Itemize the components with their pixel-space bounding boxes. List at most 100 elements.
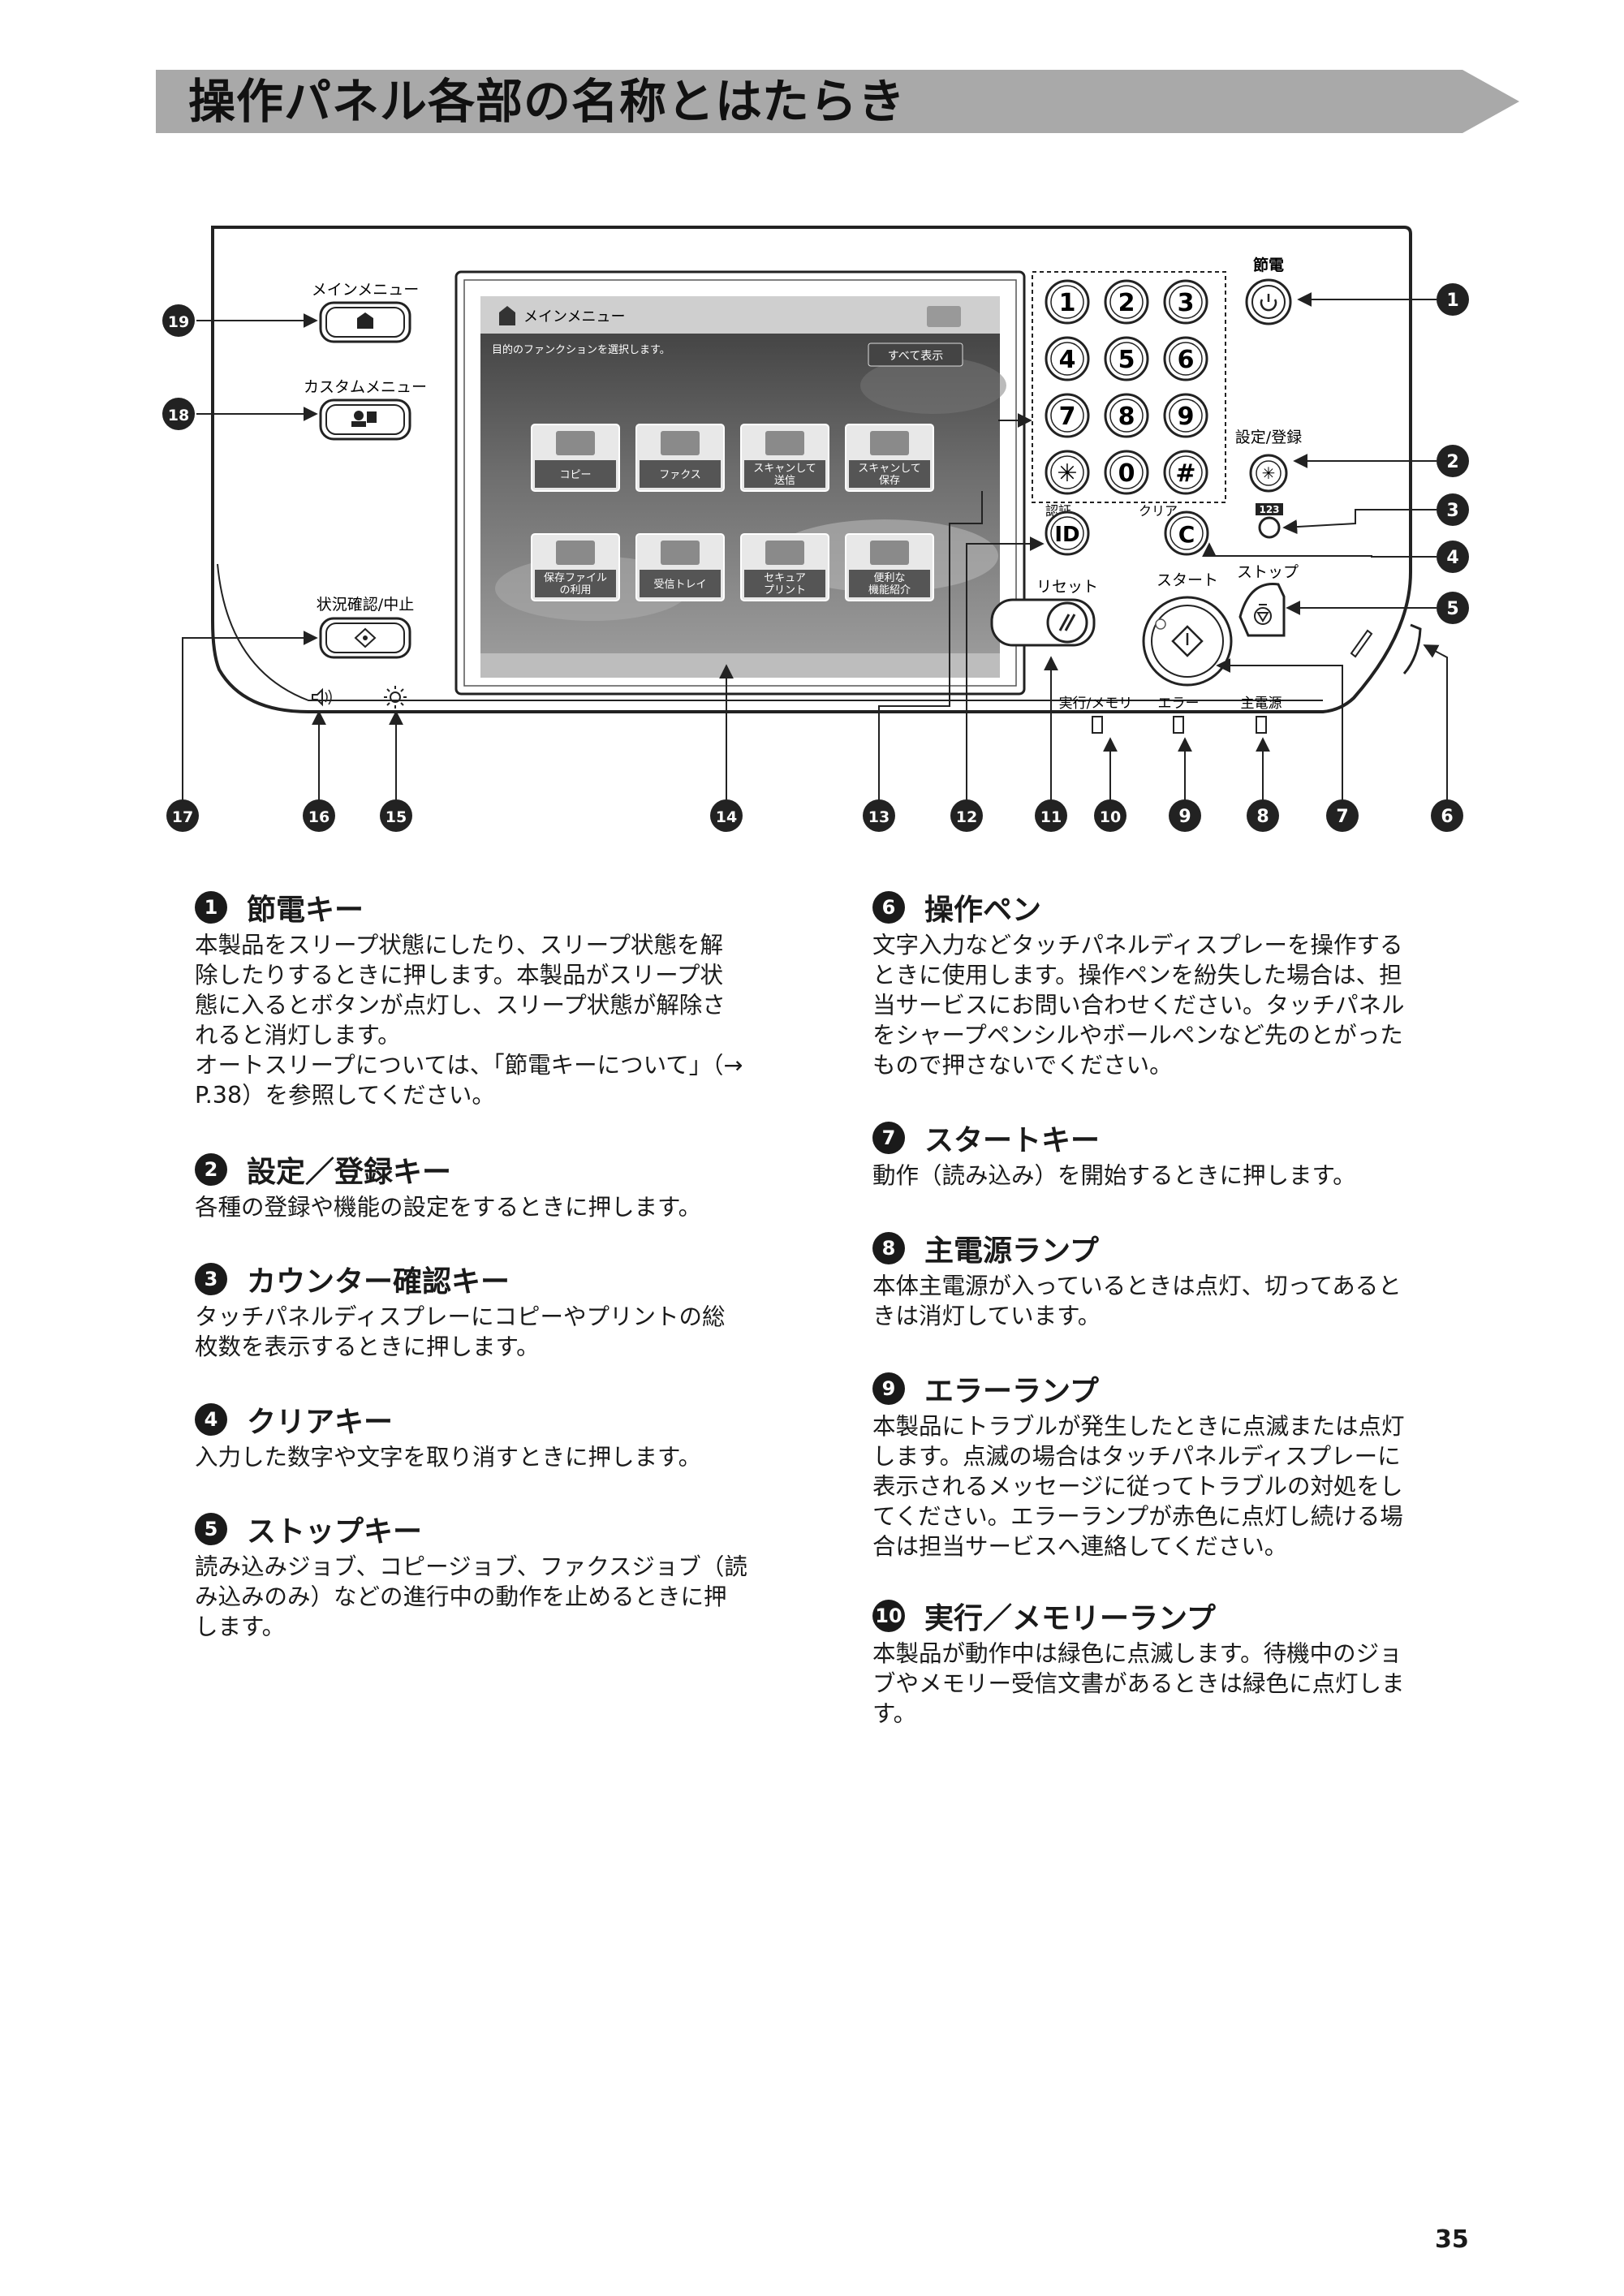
function-icon bbox=[765, 541, 804, 565]
svg-text:2: 2 bbox=[1446, 452, 1458, 472]
svg-text:10: 10 bbox=[1100, 808, 1121, 826]
keypad-key-asterisk[interactable]: ✳ bbox=[1045, 450, 1090, 495]
callout-8: 8 bbox=[1247, 799, 1279, 832]
keypad-key-7[interactable]: 7 bbox=[1045, 393, 1090, 438]
svg-text:3: 3 bbox=[1446, 501, 1458, 521]
function-tile-label: の利用 bbox=[559, 584, 591, 597]
callout-16: 16 bbox=[303, 799, 335, 832]
function-icon bbox=[556, 541, 595, 565]
show-all-button[interactable] bbox=[868, 342, 963, 367]
svg-text:7: 7 bbox=[1336, 807, 1348, 827]
section-number: 1 bbox=[195, 891, 227, 924]
function-tile-label: 送信 bbox=[774, 475, 795, 487]
keypad-key-2[interactable]: 2 bbox=[1104, 279, 1149, 325]
svg-text:17: 17 bbox=[172, 808, 193, 826]
screen-settings-icon[interactable] bbox=[927, 306, 961, 327]
screen-subtitle: 目的のファンクションを選択します。 bbox=[492, 343, 670, 356]
callout-15: 15 bbox=[380, 799, 412, 832]
svg-text:9: 9 bbox=[1178, 807, 1191, 827]
section-number: 4 bbox=[195, 1403, 227, 1436]
function-tile[interactable]: 受信トレイ bbox=[635, 533, 725, 601]
section-body: 本製品が動作中は緑色に点滅します。待機中のジョ ブやメモリー受信文書があるときは… bbox=[872, 1640, 1405, 1727]
callout-14: 14 bbox=[710, 799, 743, 832]
control-panel-diagram: メインメニュー カスタムメニュー 状況確認/中止 メインメニュー 目的のファンク… bbox=[162, 226, 1469, 832]
callout-1: 1 bbox=[1437, 283, 1469, 316]
status-icon bbox=[354, 627, 377, 648]
section-number: 8 bbox=[872, 1232, 905, 1264]
keypad-key-1[interactable]: 1 bbox=[1045, 279, 1090, 325]
svg-text:15: 15 bbox=[386, 808, 407, 826]
callout-19: 19 bbox=[162, 304, 195, 337]
keypad-key-hash[interactable]: # bbox=[1163, 450, 1208, 495]
svg-text:1: 1 bbox=[1059, 289, 1076, 317]
function-tile[interactable]: コピー bbox=[531, 424, 620, 492]
section-title: 設定／登録キー bbox=[247, 1156, 452, 1189]
svg-text:✳: ✳ bbox=[1057, 459, 1077, 488]
svg-text:12: 12 bbox=[956, 808, 977, 826]
stop-key[interactable] bbox=[1238, 583, 1286, 637]
keypad-key-8[interactable]: 8 bbox=[1104, 393, 1149, 438]
clear-key[interactable] bbox=[1164, 510, 1209, 556]
svg-text:9: 9 bbox=[1178, 403, 1195, 431]
function-icon bbox=[870, 431, 909, 455]
svg-text:8: 8 bbox=[1256, 807, 1269, 827]
section-number: 2 bbox=[195, 1153, 227, 1186]
section-number: 5 bbox=[195, 1513, 227, 1545]
id-key[interactable] bbox=[1045, 510, 1090, 556]
section-body: 入力した数字や文字を取り消すときに押します。 bbox=[195, 1444, 702, 1471]
svg-text:3: 3 bbox=[1178, 289, 1195, 317]
section-body: 本体主電源が入っているときは点灯、切ってあると きは消灯しています。 bbox=[872, 1273, 1402, 1329]
callout-17: 17 bbox=[166, 799, 199, 832]
keypad-key-9[interactable]: 9 bbox=[1163, 393, 1208, 438]
lamp-label-processing: 実行/メモリ bbox=[1059, 696, 1133, 712]
svg-text:13: 13 bbox=[868, 808, 890, 826]
function-tile-label: コピー bbox=[559, 469, 591, 481]
stylus-holder bbox=[1402, 623, 1422, 675]
callout-3: 3 bbox=[1437, 493, 1469, 526]
counter-check-key[interactable] bbox=[1258, 516, 1281, 539]
stop-label: ストップ bbox=[1237, 563, 1299, 581]
keypad-key-0[interactable]: 0 bbox=[1104, 450, 1149, 495]
function-tile[interactable]: ファクス bbox=[635, 424, 725, 492]
svg-text:6: 6 bbox=[1178, 346, 1195, 374]
function-tile-label: 機能紹介 bbox=[868, 584, 911, 597]
power-label: 節電 bbox=[1253, 256, 1284, 274]
section-number: 3 bbox=[195, 1263, 227, 1295]
keypad-key-6[interactable]: 6 bbox=[1163, 336, 1208, 381]
processing-memory-lamp bbox=[1092, 716, 1103, 734]
function-tile-label: セキュア bbox=[764, 572, 806, 584]
callout-7: 7 bbox=[1326, 799, 1359, 832]
svg-text:4: 4 bbox=[1059, 346, 1076, 374]
reset-key[interactable] bbox=[1046, 601, 1088, 644]
keypad-key-5[interactable]: 5 bbox=[1104, 336, 1149, 381]
svg-text:2: 2 bbox=[1118, 289, 1135, 317]
main-power-lamp bbox=[1256, 716, 1267, 734]
section-title: カウンター確認キー bbox=[247, 1265, 510, 1299]
keypad-key-4[interactable]: 4 bbox=[1045, 336, 1090, 381]
show-all-label: すべて表示 bbox=[888, 350, 943, 363]
main-menu-label: メインメニュー bbox=[312, 281, 419, 299]
section-3: 3 カウンター確認キータッチパネルディスプレーにコピーやプリントの総 枚数を表示す… bbox=[195, 1258, 787, 1362]
keypad-key-3[interactable]: 3 bbox=[1163, 279, 1208, 325]
svg-text:5: 5 bbox=[1118, 346, 1135, 374]
page-number: 35 bbox=[1435, 2225, 1469, 2254]
section-body: タッチパネルディスプレーにコピーやプリントの総 枚数を表示するときに押します。 bbox=[195, 1303, 726, 1360]
svg-text:14: 14 bbox=[716, 808, 737, 826]
clear-key-label: C bbox=[1178, 521, 1195, 548]
section-body: 本製品にトラブルが発生したときに点滅または点灯 します。点滅の場合はタッチパネル… bbox=[872, 1413, 1405, 1560]
stylus-pen[interactable] bbox=[1350, 629, 1373, 658]
custom-menu-button[interactable] bbox=[319, 398, 411, 441]
callout-5: 5 bbox=[1437, 592, 1469, 624]
settings-icon: ✳ bbox=[1262, 463, 1276, 483]
svg-text:7: 7 bbox=[1059, 403, 1076, 431]
page-title-banner: 操作パネル各部の名称とはたらき bbox=[156, 70, 1519, 133]
